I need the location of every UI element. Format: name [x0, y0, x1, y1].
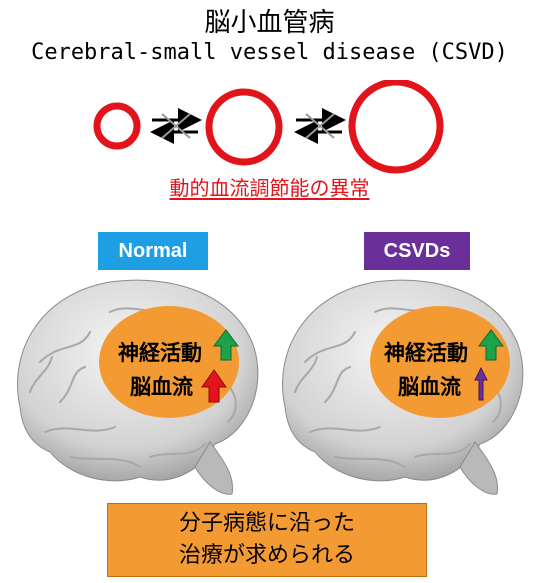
csvd-oval [370, 306, 510, 418]
csvd-neural-up-arrow-icon [478, 329, 504, 361]
brains-illustration [17, 279, 524, 495]
csvd-neural-label: 神経活動 [384, 341, 468, 365]
csvd-badge: CSVDs [364, 232, 470, 270]
normal-flow-up-arrow-icon [201, 369, 227, 403]
normal-neural-label: 神経活動 [118, 341, 202, 365]
conclusion-line-1: 分子病態に沿った [178, 511, 355, 536]
csvd-flow-thin-up-arrow-icon [474, 366, 488, 401]
blocked-exchange-icon-2 [294, 108, 346, 144]
csvd-flow-label: 脳血流 [398, 375, 461, 399]
page-subtitle: Cerebral-small vessel disease (CSVD) [31, 40, 508, 65]
vessel-large [348, 80, 444, 174]
normal-flow-label: 脳血流 [130, 375, 193, 399]
page-title: 脳小血管病 [204, 8, 335, 38]
vessel-medium [205, 88, 283, 166]
conclusion-line-2: 治療が求められる [178, 543, 355, 568]
vessel-diagram [93, 80, 444, 174]
normal-badge: Normal [98, 232, 208, 270]
dynamic-regulation-label: 動的血流調節能の異常 [169, 176, 370, 200]
conclusion-box: 分子病態に沿った 治療が求められる [107, 503, 427, 577]
vessel-small [93, 102, 141, 150]
blocked-exchange-icon-1 [150, 108, 202, 144]
normal-neural-up-arrow-icon [213, 329, 239, 361]
normal-oval [99, 306, 239, 418]
